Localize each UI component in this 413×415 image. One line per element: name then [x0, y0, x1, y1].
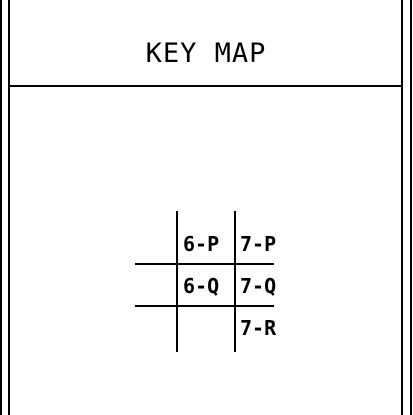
- sheet-label-6q: 6-Q: [183, 274, 219, 298]
- sheet-label-7p: 7-P: [240, 232, 276, 256]
- sheet-label-6p: 6-P: [183, 232, 219, 256]
- sheet-label-7q: 7-Q: [240, 274, 276, 298]
- sheet-label-7r: 7-R: [240, 316, 277, 340]
- panel-title: KEY MAP: [146, 38, 267, 69]
